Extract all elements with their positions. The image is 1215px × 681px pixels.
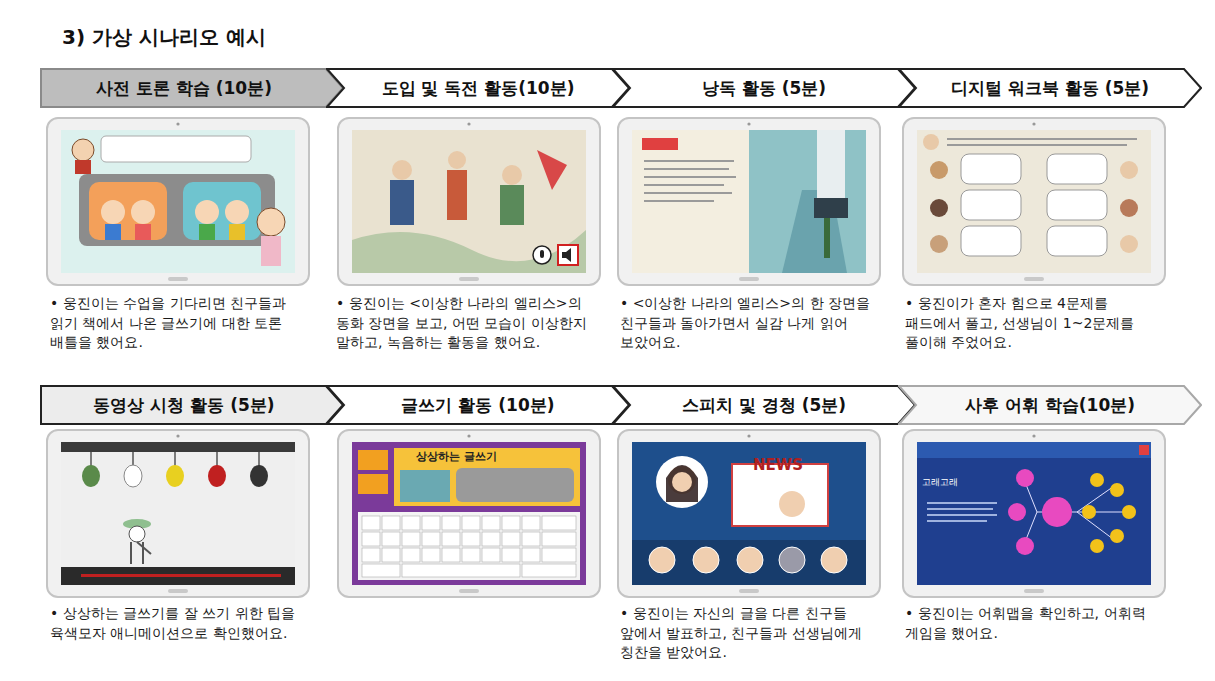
step-chevron: 글쓰기 활동 (10분) bbox=[326, 385, 630, 425]
step-title: 도입 및 독전 활동(10분) bbox=[382, 77, 575, 100]
screen-text: 상상하는 글쓰기 bbox=[416, 449, 556, 464]
caption: • <이상한 나라의 엘리스>의 한 장면을 친구들과 돌아가면서 실감 나게 … bbox=[620, 294, 882, 353]
chevron-outline bbox=[899, 69, 1201, 107]
screen-text: 고래고래 bbox=[922, 476, 982, 489]
tablet bbox=[903, 118, 1165, 285]
step-title: 동영상 시청 활동 (5분) bbox=[93, 394, 274, 417]
chevron-outline bbox=[327, 69, 629, 107]
tablet bbox=[903, 430, 1165, 597]
title: 3) 가상 시나리오 예시 bbox=[62, 24, 266, 51]
caption: • 웅진이는 자신의 글을 다른 친구들 앞에서 발표하고, 친구들과 선생님에… bbox=[620, 604, 882, 663]
caption: • 상상하는 글쓰기를 잘 쓰기 위한 팁을 육색모자 애니메이션으로 확인했어… bbox=[50, 604, 312, 643]
step-chevron: 도입 및 독전 활동(10분) bbox=[326, 68, 630, 108]
step-chevron: 낭독 활동 (5분) bbox=[612, 68, 916, 108]
step-title: 디지털 워크북 활동 (5분) bbox=[951, 77, 1149, 100]
step-title: 사후 어휘 학습(10분) bbox=[965, 394, 1135, 417]
step-title: 글쓰기 활동 (10분) bbox=[401, 394, 554, 417]
caption: • 웅진이는 어휘맵을 확인하고, 어휘력 게임을 했어요. bbox=[905, 604, 1167, 643]
step-chevron: 사후 어휘 학습(10분) bbox=[898, 385, 1202, 425]
chevron-outline bbox=[613, 69, 915, 107]
caption: • 웅진이는 수업을 기다리면 친구들과 읽기 책에서 나온 글쓰기에 대한 토… bbox=[50, 294, 312, 353]
caption: • 웅진이는 <이상한 나라의 엘리스>의 동화 장면을 보고, 어떤 모습이 … bbox=[336, 294, 602, 353]
tablet bbox=[338, 430, 600, 597]
caption: • 웅진이가 혼자 힘으로 4문제를 패드에서 풀고, 선생님이 1~2문제를 … bbox=[905, 294, 1167, 353]
chevron-outline bbox=[41, 69, 343, 107]
screen-text: NEWS bbox=[732, 455, 824, 476]
chevron-outline bbox=[899, 386, 1201, 424]
tablet bbox=[47, 430, 309, 597]
step-chevron: 사전 토론 학습 (10분) bbox=[40, 68, 344, 108]
step-title: 낭독 활동 (5분) bbox=[702, 77, 826, 100]
step-title: 사전 토론 학습 (10분) bbox=[96, 77, 272, 100]
chevron-outline bbox=[327, 386, 629, 424]
tablet bbox=[618, 430, 880, 597]
tablet bbox=[338, 118, 600, 285]
step-title: 스피치 및 경청 (5분) bbox=[682, 394, 846, 417]
step-chevron: 스피치 및 경청 (5분) bbox=[612, 385, 916, 425]
tablet bbox=[47, 118, 309, 285]
step-chevron: 디지털 워크북 활동 (5분) bbox=[898, 68, 1202, 108]
step-chevron: 동영상 시청 활동 (5분) bbox=[40, 385, 344, 425]
chevron-outline bbox=[41, 386, 343, 424]
chevron-outline bbox=[613, 386, 915, 424]
tablet bbox=[618, 118, 880, 285]
